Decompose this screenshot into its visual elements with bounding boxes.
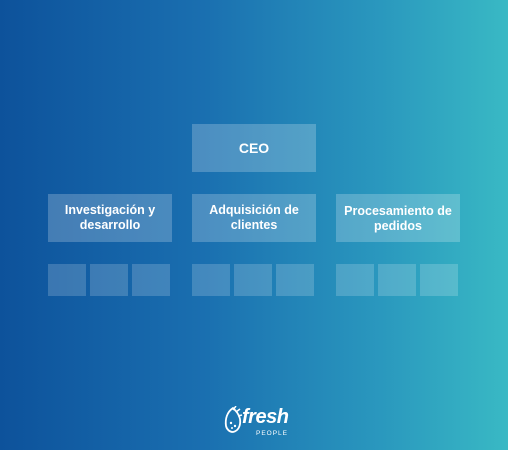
fresh-people-logo: fresh PEOPLE xyxy=(222,405,292,440)
dept-label-acquisition: Adquisición de clientes xyxy=(209,203,299,232)
sub-box-acq-2 xyxy=(234,264,272,296)
ceo-box: CEO xyxy=(192,124,316,172)
dept-box-acquisition: Adquisición de clientes xyxy=(192,194,316,242)
fresh-people-leaf-icon xyxy=(222,405,244,439)
sub-box-rd-2 xyxy=(90,264,128,296)
dept-box-orders: Procesamiento de pedidos xyxy=(336,194,460,242)
sub-box-acq-1 xyxy=(192,264,230,296)
sub-box-rd-3 xyxy=(132,264,170,296)
sub-box-acq-3 xyxy=(276,264,314,296)
dept-label-rd: Investigación y desarrollo xyxy=(64,203,156,232)
dept-label-orders: Procesamiento de pedidos xyxy=(344,204,452,233)
sub-box-ord-2 xyxy=(378,264,416,296)
sub-box-ord-3 xyxy=(420,264,458,296)
logo-subtext: PEOPLE xyxy=(256,430,289,437)
sub-box-ord-1 xyxy=(336,264,374,296)
logo-wordmark: fresh xyxy=(242,406,289,428)
sub-box-rd-1 xyxy=(48,264,86,296)
dept-box-rd: Investigación y desarrollo xyxy=(48,194,172,242)
ceo-label: CEO xyxy=(238,140,270,156)
